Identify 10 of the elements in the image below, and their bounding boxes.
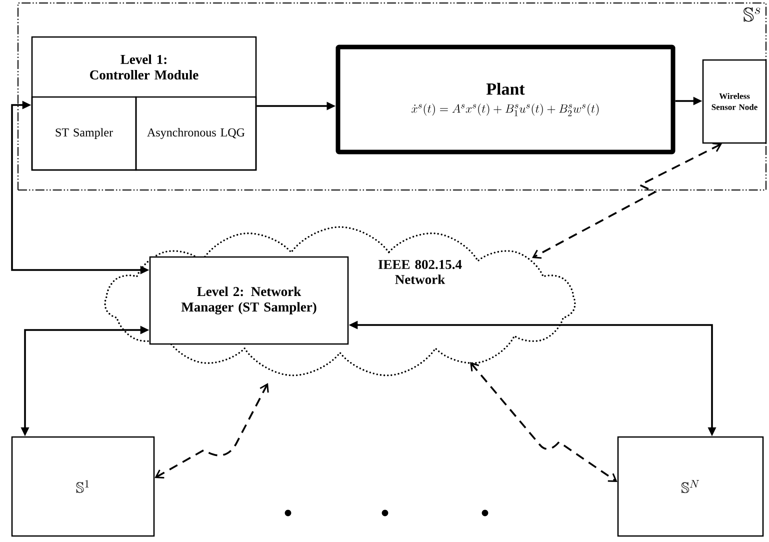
network-manager-box: Level 2: Network Manager (ST Sampler) — [149, 256, 349, 345]
sampler-cell: ST Sampler — [31, 96, 137, 171]
subsystem-box: $\mathbb{S}^N$ — [617, 436, 764, 537]
lqg-cell: Asynchronous LQG — [135, 96, 257, 171]
sensor-node-box: Wireless Sensor Node — [702, 59, 767, 144]
dashed-arrow — [532, 142, 722, 259]
dashed-arrow — [154, 383, 269, 479]
subsystem-box: $\mathbb{S}^1$ — [11, 436, 155, 537]
plant-box: Plant $\dot{x}^s(t) = A^s x^s(t) + B_1^s u^s(t) + B_2^s w^s(t)$ — [336, 44, 676, 154]
dashed-arrow — [470, 362, 618, 482]
